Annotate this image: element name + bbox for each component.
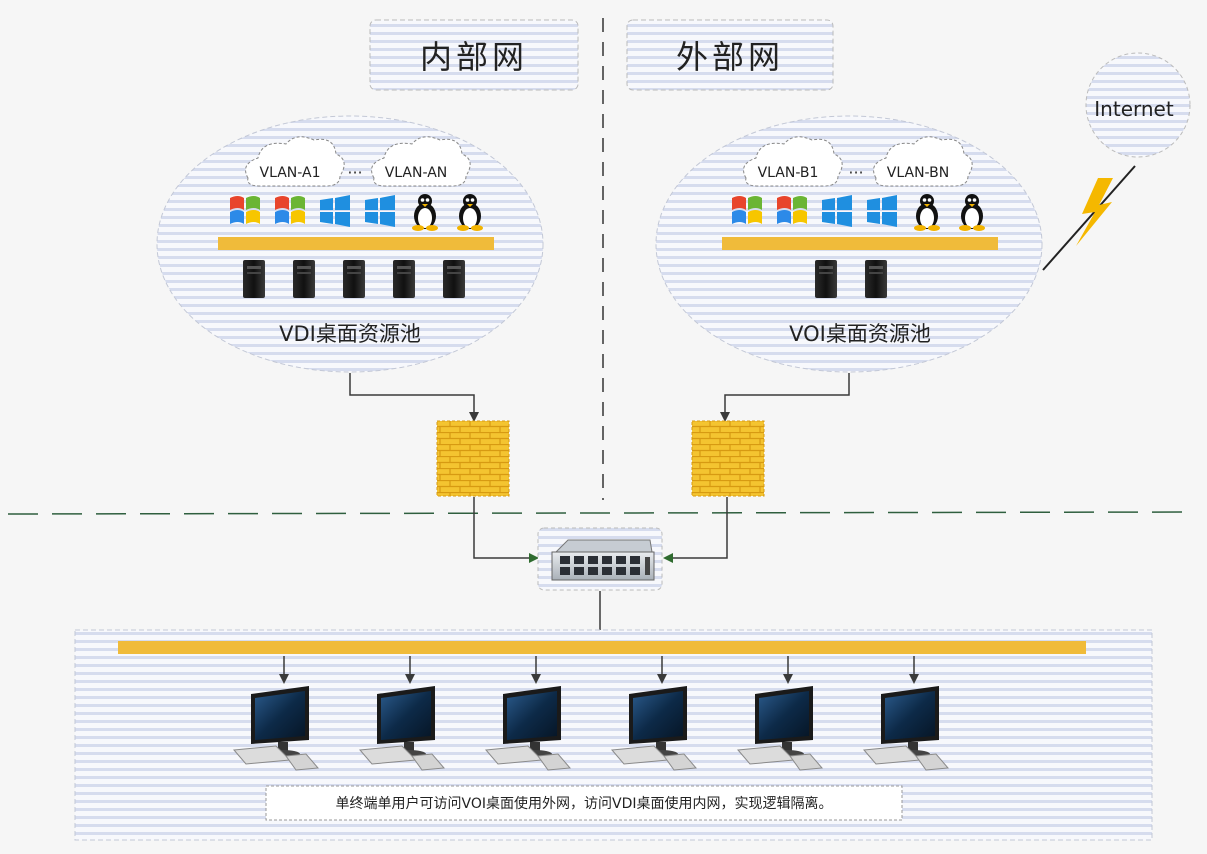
windows-icon <box>320 195 350 227</box>
external-firewall-to-switch-link <box>663 497 728 563</box>
computer-icon <box>610 686 698 771</box>
internal-firewall-to-switch-link <box>473 497 539 563</box>
vdi-pool: VLAN-A1 ··· VLAN-AN VDI桌面资源池 <box>156 115 544 373</box>
windows-xp-icon <box>275 196 305 224</box>
internet-node: Internet <box>1085 52 1191 158</box>
external-zone-label: 外部网 <box>676 38 784 76</box>
computer-icon <box>232 686 320 771</box>
caption-box <box>265 785 903 821</box>
switch-icon <box>537 527 663 591</box>
internet-label: Internet <box>1094 97 1174 121</box>
vlan-label: VLAN-B1 <box>758 165 819 181</box>
vlan-ellipsis: ··· <box>848 163 863 182</box>
server-icon <box>243 260 265 298</box>
os-icon-row <box>732 194 985 231</box>
vlan-cloud: VLAN-BN <box>873 136 973 187</box>
firewall-icon <box>691 420 765 497</box>
vlan-ellipsis: ··· <box>347 163 362 182</box>
server-icon <box>865 260 887 298</box>
pool-bus <box>722 237 998 250</box>
voi-pool: VLAN-B1 ··· VLAN-BN VOI桌面资源池 <box>655 115 1043 373</box>
vlan-label: VLAN-A1 <box>260 165 321 181</box>
caption-text: 单终端单用户可访问VOI桌面使用外网，访问VDI桌面使用内网，实现逻辑隔离。 <box>336 795 833 812</box>
voi-pool-label: VOI桌面资源池 <box>789 322 931 346</box>
zone-divider-horizontal <box>7 511 1196 515</box>
firewall-icon <box>436 420 510 497</box>
linux-icon <box>412 194 438 231</box>
computer-icon <box>736 686 824 771</box>
vdi-to-firewall-link <box>349 373 479 422</box>
windows-xp-icon <box>777 196 807 224</box>
computer-icon <box>358 686 446 771</box>
vlan-label: VLAN-BN <box>887 165 949 181</box>
vdi-pool-label: VDI桌面资源池 <box>279 322 421 346</box>
server-icon <box>443 260 465 298</box>
internet-link <box>1042 165 1136 271</box>
lightning-icon <box>1076 178 1113 246</box>
windows-xp-icon <box>732 196 762 224</box>
internal-zone-title: 内部网 <box>369 19 579 91</box>
voi-to-firewall-link <box>720 373 850 422</box>
terminal-area: 单终端单用户可访问VOI桌面使用外网，访问VDI桌面使用内网，实现逻辑隔离。 <box>74 629 1153 841</box>
server-icon <box>343 260 365 298</box>
windows-icon <box>365 195 395 227</box>
os-icon-row <box>230 194 483 231</box>
server-icon <box>815 260 837 298</box>
linux-icon <box>914 194 940 231</box>
computer-icon <box>484 686 572 771</box>
terminal-bus <box>118 641 1086 654</box>
server-row <box>243 260 465 298</box>
pool-bus <box>218 237 494 250</box>
windows-icon <box>822 195 852 227</box>
vlan-cloud: VLAN-B1 <box>743 136 843 187</box>
linux-icon <box>457 194 483 231</box>
external-zone-title: 外部网 <box>626 19 834 91</box>
windows-xp-icon <box>230 196 260 224</box>
server-icon <box>393 260 415 298</box>
internal-zone-label: 内部网 <box>420 38 528 76</box>
vlan-cloud: VLAN-AN <box>371 136 471 187</box>
computer-icon <box>862 686 950 771</box>
linux-icon <box>959 194 985 231</box>
server-icon <box>293 260 315 298</box>
windows-icon <box>867 195 897 227</box>
vlan-label: VLAN-AN <box>385 165 448 181</box>
server-row <box>815 260 887 298</box>
vlan-cloud: VLAN-A1 <box>245 136 345 187</box>
